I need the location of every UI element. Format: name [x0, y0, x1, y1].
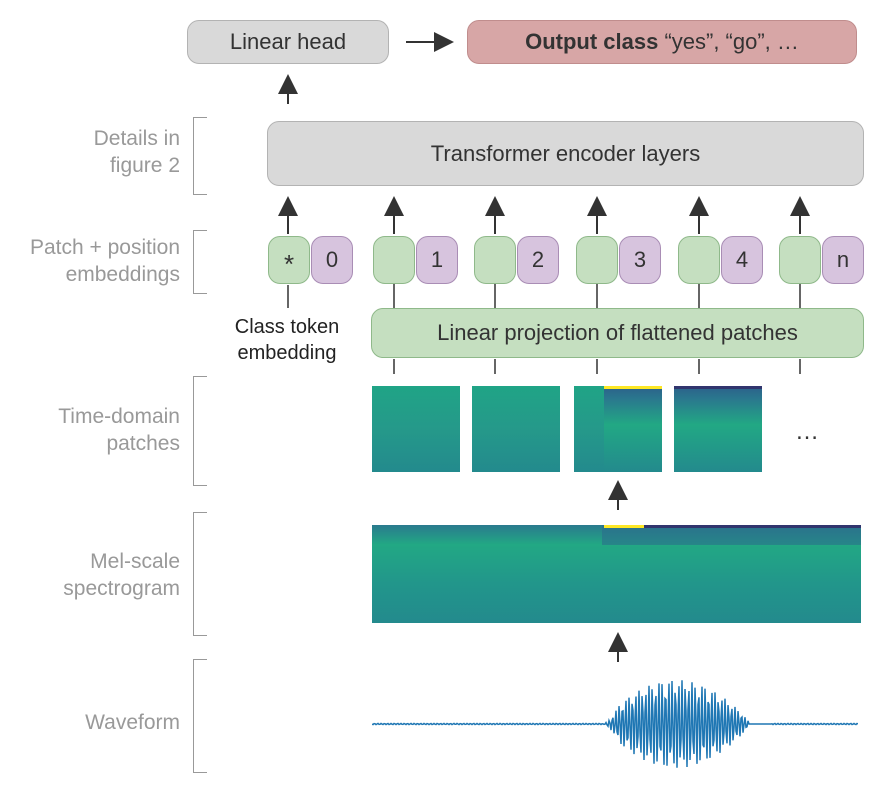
linear-projection-box: Linear projection of flattened patches: [371, 308, 864, 358]
embeddings-label: Patch + position embeddings: [29, 236, 180, 286]
waveform-label: Waveform: [85, 711, 180, 734]
time-domain-patch-3: [574, 386, 662, 472]
mel-spectrogram: [372, 525, 861, 623]
position-embedding-1: 1: [416, 236, 458, 284]
patch-embedding-1: [373, 236, 415, 284]
waveform-plot: [372, 680, 858, 768]
patch-embedding-4: [678, 236, 720, 284]
mel-label: Mel-scale spectrogram: [63, 550, 180, 600]
patch-embedding-n: [779, 236, 821, 284]
class-token-symbol: *: [283, 248, 295, 279]
mel-bracket: [193, 512, 207, 636]
position-embedding-4-label: 4: [735, 247, 749, 272]
transformer-encoder-box: Transformer encoder layers: [267, 121, 864, 186]
time-domain-patch-1: [372, 386, 460, 472]
time-domain-patch-2: [472, 386, 560, 472]
details-label-wrap: Details in figure 2: [0, 125, 180, 185]
output-class-bold: Output class: [525, 29, 659, 54]
time-patches-label: Time-domain patches: [58, 405, 180, 455]
linear-projection-label: Linear projection of flattened patches: [437, 320, 798, 345]
more-patches-ellipsis: …: [795, 418, 821, 445]
patch-embedding-2: [474, 236, 516, 284]
details-label: Details in figure 2: [93, 127, 180, 177]
embeddings-bracket: [193, 230, 207, 294]
output-class-box: Output class “yes”, “go”, …: [467, 20, 857, 64]
class-token-caption: Class token embedding: [234, 316, 340, 364]
position-embedding-1-label: 1: [430, 247, 444, 272]
class-token-embedding: *: [268, 236, 310, 284]
patch-embedding-3: [576, 236, 618, 284]
position-embedding-3: 3: [619, 236, 661, 284]
transformer-encoder-label: Transformer encoder layers: [430, 140, 701, 166]
position-embedding-3-label: 3: [633, 247, 647, 272]
linear-head-label: Linear head: [229, 29, 347, 54]
output-class-examples: “yes”, “go”, …: [658, 29, 799, 54]
position-embedding-2: 2: [517, 236, 559, 284]
details-bracket: [193, 117, 207, 195]
output-class-text: Output class “yes”, “go”, …: [525, 29, 799, 55]
waveform-label-wrap: Waveform: [0, 709, 180, 739]
waveform-bracket: [193, 659, 207, 773]
time-patches-bracket: [193, 376, 207, 486]
linear-head-box: Linear head: [187, 20, 389, 64]
position-embedding-0-label: 0: [325, 247, 339, 272]
position-embedding-n: n: [822, 236, 864, 284]
embeddings-label-wrap: Patch + position embeddings: [0, 234, 180, 294]
position-embedding-2-label: 2: [531, 247, 545, 272]
time-domain-patch-4: [674, 386, 762, 472]
mel-label-wrap: Mel-scale spectrogram: [0, 548, 180, 608]
position-embedding-n-label: n: [836, 247, 850, 272]
position-embedding-0: 0: [311, 236, 353, 284]
time-patches-label-wrap: Time-domain patches: [0, 403, 180, 463]
position-embedding-4: 4: [721, 236, 763, 284]
